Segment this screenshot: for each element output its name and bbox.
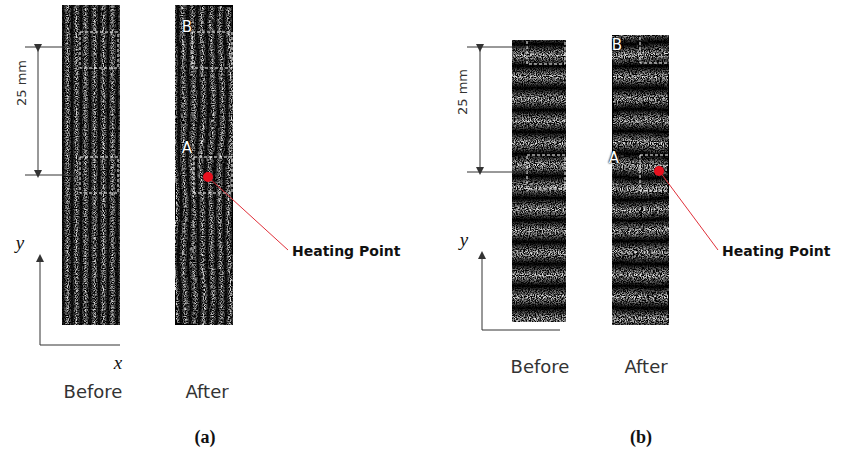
dimension-label: 25 mm [456,69,470,115]
image-caption: Before [511,357,570,377]
region-label: A [609,150,619,167]
image-caption: Before [64,382,123,402]
axis-label: y [16,233,24,254]
region-label: A [182,140,192,157]
image-caption: After [185,382,228,402]
axis-label: y [460,230,468,251]
dimension-label: 25 mm [15,60,29,106]
axis-label: x [114,353,122,374]
region-label: B [612,37,622,54]
panel-label: (b) [630,428,652,448]
region-label: B [182,19,192,36]
callout-label: Heating Point [292,244,400,259]
callout-label: Heating Point [722,244,830,259]
image-caption: After [624,357,667,377]
panel-label: (a) [195,428,216,448]
